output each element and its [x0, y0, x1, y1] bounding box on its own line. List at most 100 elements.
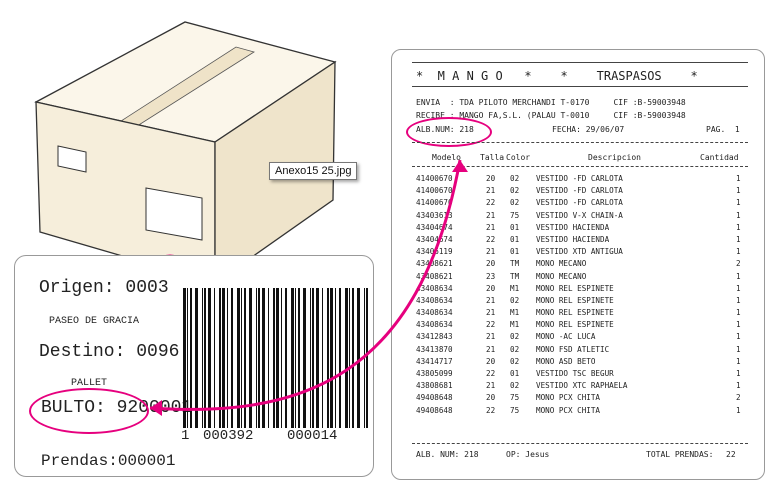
- cell-modelo: 43403613: [416, 210, 453, 220]
- cell-talla: 20: [486, 174, 496, 183]
- cell-cant: 1: [736, 283, 741, 293]
- doc-title: * M A N G O * * TRASPASOS *: [416, 69, 698, 83]
- cell-desc: VESTIDO TSC BEGUR: [536, 369, 614, 378]
- cell-desc: VESTIDO XTD ANTIGUA: [536, 247, 623, 257]
- cell-cant: 1: [736, 198, 741, 208]
- cell-color: M1: [510, 283, 520, 293]
- cell-color: 02: [510, 356, 520, 366]
- cell-color: 01: [510, 369, 520, 378]
- barcode: [183, 288, 368, 428]
- barcode-bar: [345, 288, 348, 428]
- cell-cant: 1: [736, 186, 741, 196]
- barcode-bar: [310, 288, 311, 428]
- cell-talla: 23: [486, 271, 496, 281]
- barcode-bar: [190, 288, 192, 428]
- cell-modelo: 43408621: [416, 271, 453, 281]
- foot-op: OP: Jesus: [506, 450, 550, 459]
- cell-color: TM: [510, 259, 520, 269]
- shipping-label-panel: Origen: 0003 PASEO DE GRACIA Destino: 00…: [14, 255, 374, 477]
- cell-modelo: 41400670: [416, 174, 453, 183]
- envia-line: ENVIA : TDA PILOTO MERCHANDI T-0170 CIF …: [416, 98, 686, 107]
- barcode-bar: [237, 288, 240, 428]
- cell-cant: 2: [736, 259, 741, 269]
- cell-modelo: 41400670: [416, 186, 453, 196]
- cell-modelo: 43413870: [416, 344, 453, 354]
- fecha: FECHA: 29/06/07: [552, 125, 625, 134]
- cell-modelo: 43408634: [416, 320, 453, 330]
- cell-cant: 1: [736, 308, 741, 318]
- cell-desc: VESTIDO V-X CHAIN-A: [536, 210, 623, 220]
- cell-talla: 21: [486, 344, 496, 354]
- barcode-bar: [249, 288, 252, 428]
- cell-desc: VESTIDO HACIENDA: [536, 222, 610, 232]
- cell-modelo: 43808681: [416, 381, 453, 391]
- cell-modelo: 43412843: [416, 332, 453, 342]
- cell-color: 02: [510, 186, 520, 196]
- cell-desc: MONO PCX CHITA: [536, 393, 601, 403]
- barcode-bar: [202, 288, 203, 428]
- barcode-bar: [285, 288, 287, 428]
- cell-desc: VESTIDO -FD CARLOTA: [536, 174, 623, 183]
- label-paseo: PASEO DE GRACIA: [49, 316, 140, 327]
- cell-talla: 20: [486, 259, 496, 269]
- cell-desc: MONO REL ESPINETE: [536, 295, 614, 305]
- cell-desc: VESTIDO HACIENDA: [536, 234, 610, 244]
- barcode-bar: [231, 288, 233, 428]
- foot-alb: ALB. NUM: 218: [416, 450, 479, 459]
- barcode-bar: [312, 288, 314, 428]
- col-descripcion: Descripcion: [588, 153, 641, 162]
- cell-cant: 1: [736, 222, 741, 232]
- col-color: Color: [506, 153, 531, 162]
- cell-modelo: 43404674: [416, 234, 453, 244]
- barcode-bar: [276, 288, 279, 428]
- alb-highlight-circle: [406, 117, 492, 147]
- cell-talla: 21: [486, 295, 496, 305]
- cell-talla: 22: [486, 234, 496, 244]
- barcode-bar: [214, 288, 215, 428]
- cell-color: 75: [510, 405, 520, 415]
- cell-modelo: 43408634: [416, 295, 453, 305]
- cell-talla: 22: [486, 369, 496, 378]
- page-number: PAG. 1: [706, 125, 740, 134]
- filename-tooltip: Anexo15 25.jpg: [269, 162, 358, 180]
- barcode-bar: [366, 288, 368, 428]
- barcode-bar: [322, 288, 323, 428]
- cell-cant: 1: [736, 234, 741, 244]
- cell-talla: 21: [486, 332, 496, 342]
- cell-desc: MONO FSD ATLETIC: [536, 344, 610, 354]
- cell-talla: 21: [486, 247, 496, 257]
- table-row: 41400670 21 02 VESTIDO -FD CARLOTA 1: [392, 186, 764, 198]
- label-prendas: Prendas:000001: [41, 452, 176, 470]
- cell-color: 75: [510, 210, 520, 220]
- cell-color: M1: [510, 308, 520, 318]
- cell-talla: 21: [486, 186, 496, 196]
- cell-desc: VESTIDO -FD CARLOTA: [536, 186, 623, 196]
- cell-cant: 1: [736, 405, 741, 415]
- barcode-bar: [244, 288, 246, 428]
- cell-cant: 2: [736, 393, 741, 403]
- barcode-bar: [316, 288, 319, 428]
- delivery-note-panel: * M A N G O * * TRASPASOS * ENVIA : TDA …: [391, 49, 765, 480]
- barcode-bar: [268, 288, 269, 428]
- barcode-bar: [262, 288, 265, 428]
- cell-desc: MONO MECANO: [536, 271, 587, 281]
- cell-color: TM: [510, 271, 520, 281]
- barcode-bar: [335, 288, 336, 428]
- barcode-bar: [219, 288, 221, 428]
- bulto-highlight-circle: [29, 388, 149, 434]
- barcode-bar: [295, 288, 296, 428]
- barcode-bar: [352, 288, 354, 428]
- barcode-bar: [183, 288, 186, 428]
- barcode-bar: [349, 288, 350, 428]
- cell-modelo: 49408648: [416, 405, 453, 415]
- cell-color: 01: [510, 222, 520, 232]
- cell-desc: VESTIDO -FD CARLOTA: [536, 198, 623, 208]
